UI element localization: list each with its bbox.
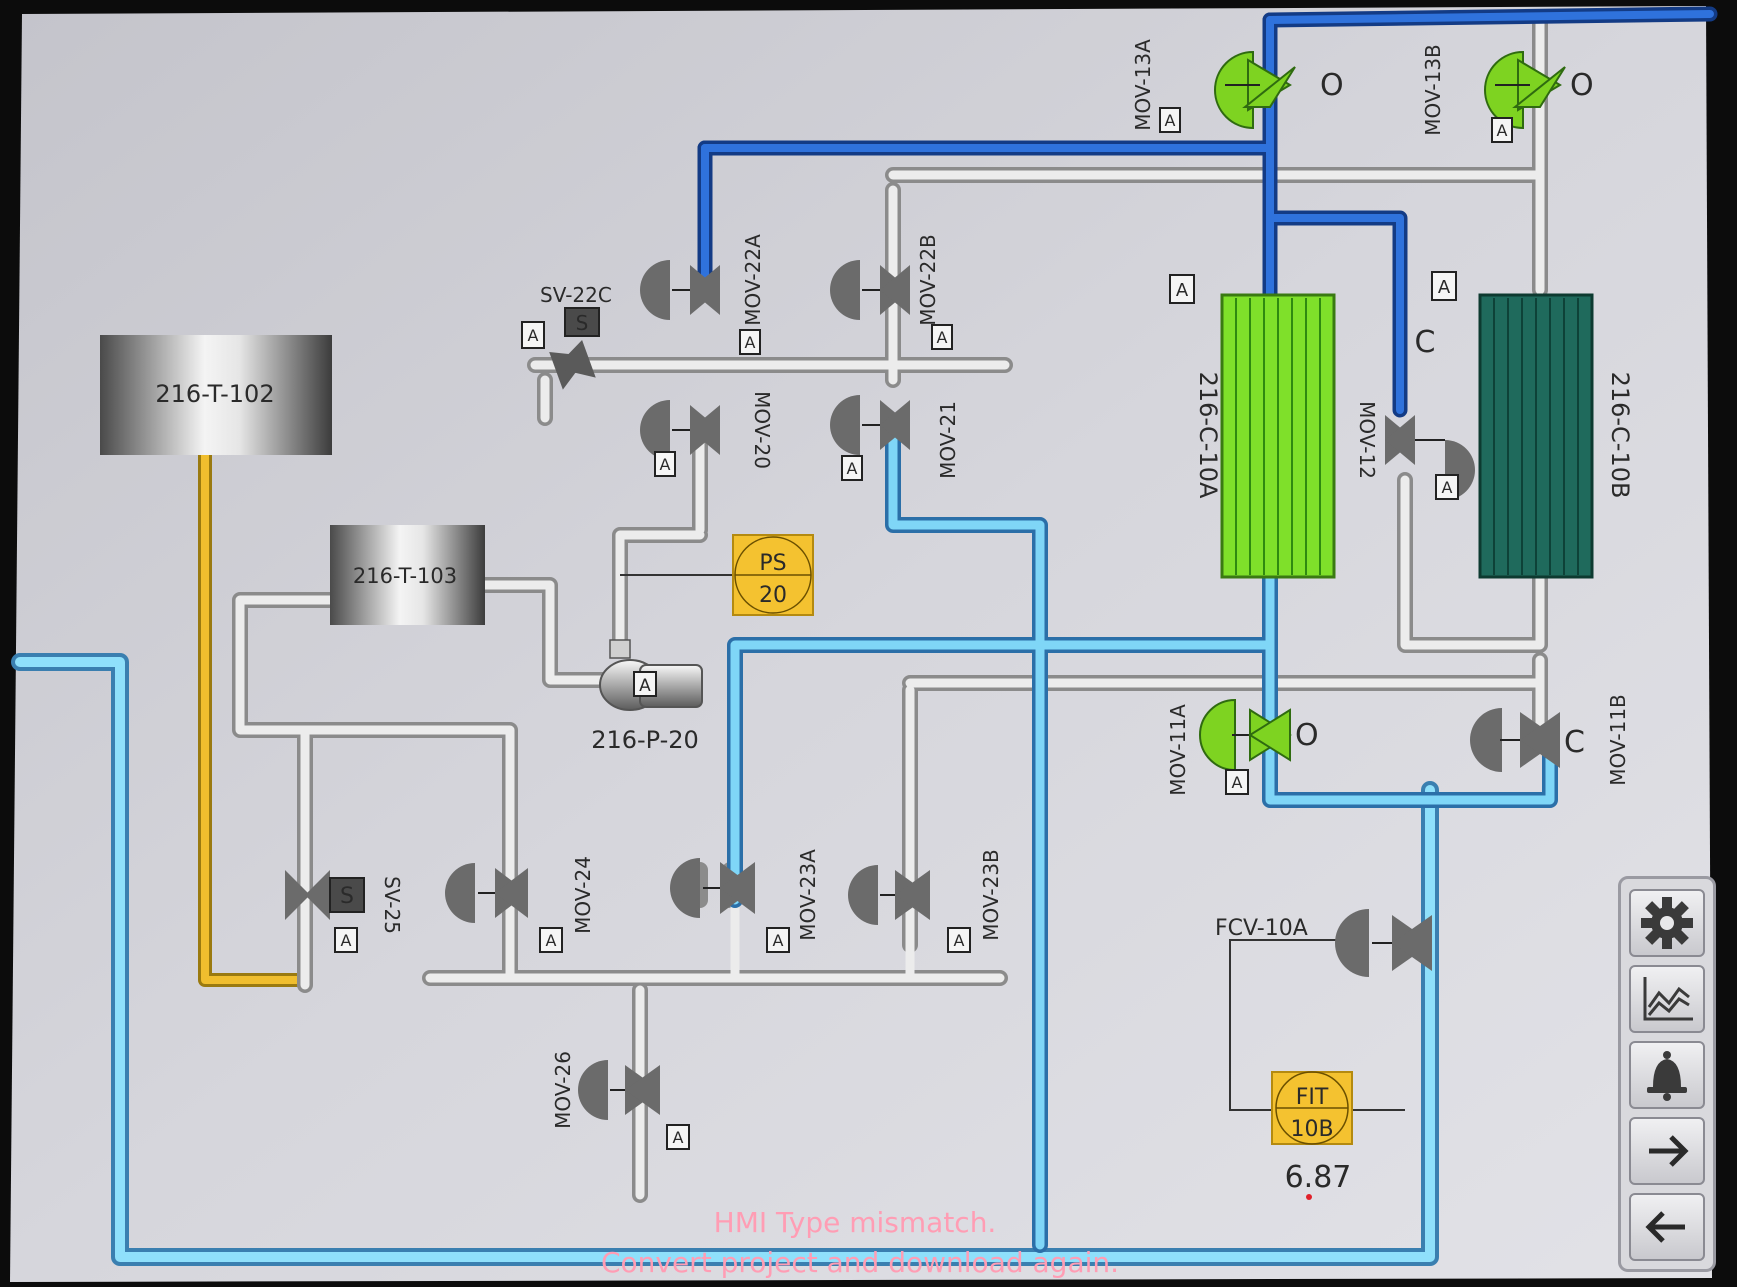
bell-icon bbox=[1647, 1051, 1687, 1101]
valve-tag: MOV-12 bbox=[1355, 401, 1379, 479]
exchanger-label: 216-C-10B bbox=[1606, 372, 1634, 499]
mode-box-hx-b: A bbox=[1431, 271, 1457, 301]
valve-state: C bbox=[1415, 325, 1436, 360]
mode-box-hx-a: A bbox=[1169, 274, 1195, 304]
message-line2: Convert project and download again. bbox=[601, 1246, 1119, 1279]
valve-tag: MOV-21 bbox=[936, 401, 960, 479]
exchanger-216-C-10B[interactable]: 216-C-10B bbox=[1478, 293, 1634, 579]
tank-label: 216-T-102 bbox=[155, 380, 274, 408]
solenoid-label: S bbox=[576, 311, 589, 335]
arrow-left-icon bbox=[1645, 1211, 1685, 1243]
mode-letter: A bbox=[937, 328, 948, 347]
valve-MOV-12[interactable]: C MOV-12 A bbox=[1355, 325, 1475, 500]
tank-label: 216-T-103 bbox=[353, 564, 457, 588]
mode-letter: A bbox=[745, 333, 756, 352]
valve-MOV-22B[interactable]: MOV-22B A bbox=[830, 234, 953, 350]
valve-MOV-11A[interactable]: O MOV-11A A bbox=[1166, 698, 1319, 796]
valve-tag: MOV-22B bbox=[916, 234, 940, 326]
fit-number: 10B bbox=[1290, 1117, 1333, 1142]
next-screen-button[interactable] bbox=[1629, 1117, 1705, 1185]
exchanger-label: 216-C-10A bbox=[1194, 372, 1222, 499]
mode-letter: A bbox=[673, 1128, 684, 1147]
arrow-right-icon bbox=[1649, 1135, 1689, 1167]
valve-MOV-13A[interactable]: O MOV-13A A bbox=[1131, 39, 1344, 133]
mode-letter: A bbox=[546, 931, 557, 950]
trend-icon bbox=[1643, 977, 1693, 1021]
valve-tag: SV-22C bbox=[540, 283, 612, 307]
ps-label: PS bbox=[759, 551, 786, 576]
solenoid-label: S bbox=[340, 884, 354, 909]
mode-letter: A bbox=[954, 931, 965, 950]
gear-icon bbox=[1641, 897, 1693, 949]
tank-216-T-102[interactable]: 216-T-102 bbox=[100, 335, 332, 455]
valve-tag: MOV-26 bbox=[551, 1051, 575, 1129]
valve-MOV-20[interactable]: MOV-20 A bbox=[640, 391, 774, 477]
trend-button[interactable] bbox=[1629, 965, 1705, 1033]
mode-letter: A bbox=[773, 931, 784, 950]
mismatch-message: HMI Type mismatch. Convert project and d… bbox=[601, 1206, 1119, 1279]
valve-MOV-24[interactable]: MOV-24 A bbox=[445, 856, 595, 953]
valve-tag: MOV-24 bbox=[571, 856, 595, 934]
valve-tag: MOV-13A bbox=[1131, 39, 1155, 131]
valve-MOV-22A[interactable]: MOV-22A A bbox=[640, 234, 765, 355]
mode-box bbox=[633, 671, 657, 697]
valve-tag: MOV-22A bbox=[741, 234, 765, 326]
mode-letter: A bbox=[847, 459, 858, 478]
valve-SV-22C[interactable]: SV-22C S A bbox=[521, 283, 612, 390]
mode-letter: A bbox=[1165, 111, 1176, 130]
valve-SV-25[interactable]: S SV-25 A bbox=[285, 870, 404, 953]
indicator-FIT-10B[interactable]: FIT 10B 6.87 bbox=[1229, 939, 1405, 1200]
valve-tag: FCV-10A bbox=[1215, 916, 1308, 941]
valve-state: O bbox=[1295, 718, 1319, 753]
valve-tag: MOV-11A bbox=[1166, 704, 1190, 796]
tank-216-T-103[interactable]: 216-T-103 bbox=[330, 525, 485, 625]
valve-FCV-10A[interactable]: FCV-10A bbox=[1215, 909, 1432, 977]
ps-number: 20 bbox=[759, 583, 787, 608]
mode-letter: A bbox=[1442, 478, 1453, 497]
valve-tag: MOV-20 bbox=[750, 391, 774, 469]
pump-216-P-20[interactable]: A 216-P-20 bbox=[591, 639, 703, 754]
exchanger-216-C-10A[interactable]: 216-C-10A bbox=[1194, 293, 1336, 579]
valve-tag: MOV-23B bbox=[979, 849, 1003, 941]
valve-tag: SV-25 bbox=[380, 876, 404, 934]
mode-letter: A bbox=[528, 326, 539, 345]
mode-letter: A bbox=[660, 455, 671, 474]
valve-tag: MOV-23A bbox=[796, 849, 820, 941]
mode-letter: A bbox=[1176, 280, 1189, 301]
valve-MOV-11B[interactable]: C MOV-11B bbox=[1470, 694, 1630, 786]
pump-mode: A bbox=[639, 676, 651, 696]
valve-state: O bbox=[1320, 68, 1344, 103]
valve-state: O bbox=[1570, 68, 1594, 103]
fit-label: FIT bbox=[1296, 1085, 1329, 1110]
alarm-button[interactable] bbox=[1629, 1041, 1705, 1109]
valve-tag: MOV-13B bbox=[1421, 44, 1445, 136]
mode-letter: A bbox=[1497, 121, 1508, 140]
previous-screen-button[interactable] bbox=[1629, 1193, 1705, 1261]
fit-value: 6.87 bbox=[1285, 1160, 1352, 1195]
valve-MOV-26[interactable]: MOV-26 A bbox=[551, 1051, 690, 1150]
mode-letter: A bbox=[1438, 277, 1451, 298]
indicator-PS-20[interactable]: PS 20 bbox=[620, 534, 814, 616]
pump-tag: 216-P-20 bbox=[591, 726, 699, 754]
valve-MOV-13B[interactable]: O MOV-13B A bbox=[1421, 44, 1594, 143]
valve-tag: MOV-11B bbox=[1606, 694, 1630, 786]
valve-state: C bbox=[1564, 725, 1585, 760]
side-toolbar bbox=[1618, 876, 1716, 1272]
mode-letter: A bbox=[341, 931, 352, 950]
message-line1: HMI Type mismatch. bbox=[714, 1206, 997, 1239]
mode-letter: A bbox=[1232, 773, 1243, 792]
alarm-dot bbox=[1306, 1194, 1312, 1200]
valve-MOV-23B[interactable]: MOV-23B A bbox=[848, 849, 1003, 953]
valve-MOV-21[interactable]: MOV-21 A bbox=[830, 395, 960, 481]
settings-button[interactable] bbox=[1629, 889, 1705, 957]
valve-MOV-23A[interactable]: MOV-23A A bbox=[670, 849, 820, 953]
